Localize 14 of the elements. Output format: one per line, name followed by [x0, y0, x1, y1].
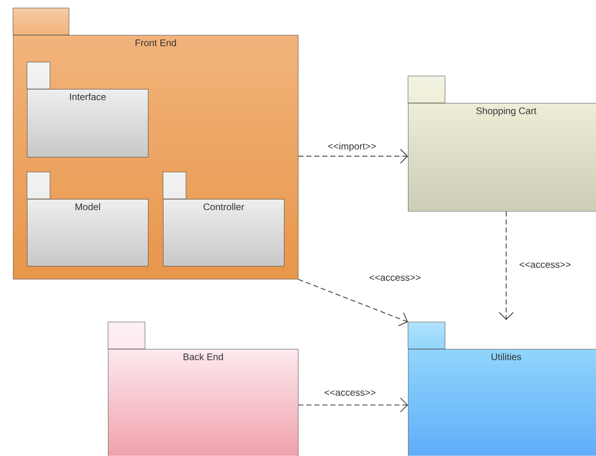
- dependency-arrow: [498, 211, 514, 320]
- package: Utilities: [408, 322, 596, 456]
- dependency-arrow: [298, 279, 408, 326]
- package: Controller: [162, 172, 284, 266]
- dependency-arrow: [298, 398, 408, 412]
- package: Interface: [26, 62, 148, 158]
- edge-label: <<access>>: [518, 261, 572, 269]
- edge-label: <<access>>: [368, 274, 422, 282]
- edge-label: <<access>>: [323, 389, 377, 397]
- package: Model: [26, 172, 148, 266]
- package: Back End: [108, 322, 298, 456]
- edge-label: <<import>>: [326, 142, 378, 152]
- dependency-arrow: [298, 148, 408, 164]
- package: Shopping Cart: [408, 76, 596, 212]
